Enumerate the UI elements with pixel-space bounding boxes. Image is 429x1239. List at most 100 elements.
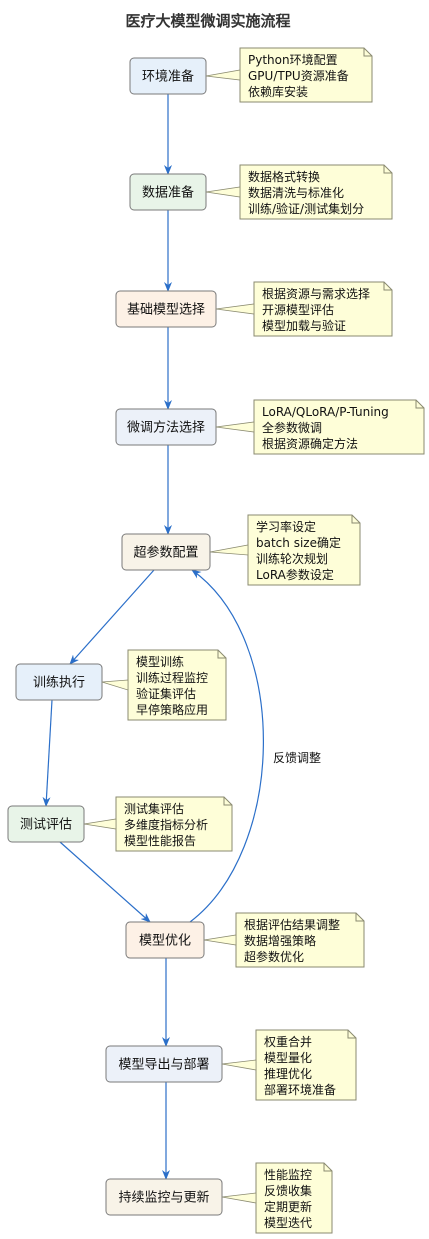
note-fold [351, 515, 360, 524]
node-label: 基础模型选择 [127, 303, 205, 318]
note-line: batch size确定 [256, 535, 341, 550]
node-label: 环境准备 [142, 69, 194, 85]
note-fold [363, 48, 372, 57]
node-label: 持续监控与更新 [118, 1190, 209, 1206]
note-fold [355, 913, 364, 922]
note-box [255, 1162, 333, 1234]
node-label: 测试评估 [20, 818, 72, 833]
note-line: 开源模型评估 [262, 303, 334, 317]
notes-layer: Python环境配置GPU/TPU资源准备依赖库安装数据格式转换数据清洗与标准化… [83, 47, 425, 1234]
edge-opt-hyper [189, 569, 264, 923]
note-line: 超参数优化 [244, 949, 304, 964]
note-line: 模型性能报告 [124, 833, 196, 848]
note-connector [215, 421, 255, 433]
note-line: 数据清洗与标准化 [248, 185, 344, 200]
note-line: 权重合并 [264, 1034, 312, 1049]
note-line: 早停策略应用 [136, 702, 208, 717]
note-fold [383, 282, 392, 291]
node-env: 环境准备 [129, 57, 207, 95]
note-line: 推理优化 [264, 1067, 312, 1081]
note-connector [215, 303, 255, 315]
note-connector [101, 679, 129, 691]
note-line: 部署环境准备 [264, 1082, 336, 1097]
note-line: 性能监控 [264, 1168, 312, 1182]
note-line: 验证集评估 [136, 686, 196, 701]
note-connector [83, 818, 117, 830]
note-line: 数据格式转换 [248, 169, 320, 184]
node-method: 微调方法选择 [115, 408, 217, 446]
note-line: 根据评估结果调整 [244, 917, 340, 932]
node-test: 测试评估 [7, 805, 85, 843]
node-train: 训练执行 [15, 663, 103, 701]
note-line: LoRA参数设定 [256, 567, 334, 582]
note-box [235, 912, 365, 968]
note-box [239, 164, 393, 220]
note-line: 训练轮次规划 [256, 551, 328, 566]
note-fold [415, 400, 424, 409]
node-label: 模型导出与部署 [118, 1058, 209, 1073]
note-box [127, 649, 227, 721]
edge-hyper-train [69, 569, 155, 665]
node-data: 数据准备 [129, 173, 207, 211]
note-line: 测试集评估 [124, 801, 184, 816]
note-line: GPU/TPU资源准备 [248, 69, 349, 83]
node-opt: 模型优化 [125, 921, 205, 959]
diagram-title: 医疗大模型微调实施流程 [125, 12, 290, 30]
note-box [247, 514, 361, 586]
node-hyper: 超参数配置 [121, 533, 211, 571]
note-box [253, 281, 393, 337]
note-connector [205, 186, 241, 198]
note-box [115, 796, 233, 852]
note-connector [221, 1192, 257, 1204]
note-line: 训练过程监控 [136, 670, 208, 685]
note-line: 模型迭代 [264, 1216, 312, 1230]
note-line: 反馈收集 [264, 1183, 312, 1198]
note-line: 定期更新 [264, 1199, 312, 1214]
note-connector [221, 1059, 257, 1071]
note-connector [203, 934, 237, 946]
note-fold [383, 165, 392, 174]
node-deploy: 模型导出与部署 [105, 1045, 223, 1083]
note-line: 根据资源确定方法 [262, 436, 358, 451]
node-monitor: 持续监控与更新 [105, 1178, 223, 1216]
node-label: 微调方法选择 [127, 420, 205, 436]
note-connector [209, 544, 249, 556]
note-line: 模型训练 [136, 654, 184, 669]
note-line: 多维度指标分析 [124, 817, 208, 832]
edges-layer: 反馈调整 [42, 94, 321, 1180]
node-base: 基础模型选择 [115, 290, 217, 328]
note-connector [205, 69, 241, 81]
edge-label-opt-hyper: 反馈调整 [273, 750, 321, 765]
note-fold [223, 797, 232, 806]
note-line: 根据资源与需求选择 [262, 287, 370, 301]
note-line: 学习率设定 [256, 519, 316, 534]
node-label: 超参数配置 [133, 545, 198, 561]
note-line: 模型量化 [264, 1051, 312, 1065]
note-line: LoRA/QLoRA/P-Tuning [262, 405, 389, 419]
node-label: 模型优化 [139, 934, 191, 949]
note-fold [347, 1030, 356, 1039]
note-box [253, 399, 425, 455]
note-line: 训练/验证/测试集划分 [248, 201, 364, 216]
note-fold [323, 1163, 332, 1172]
node-label: 训练执行 [33, 676, 85, 691]
note-line: 模型加载与验证 [262, 318, 346, 333]
note-fold [217, 650, 226, 659]
note-box [255, 1029, 357, 1101]
note-box [239, 47, 373, 103]
node-label: 数据准备 [142, 185, 194, 201]
note-line: 全参数微调 [262, 420, 322, 435]
note-line: Python环境配置 [248, 52, 338, 67]
nodes-layer: 环境准备数据准备基础模型选择微调方法选择超参数配置训练执行测试评估模型优化模型导… [7, 57, 223, 1216]
